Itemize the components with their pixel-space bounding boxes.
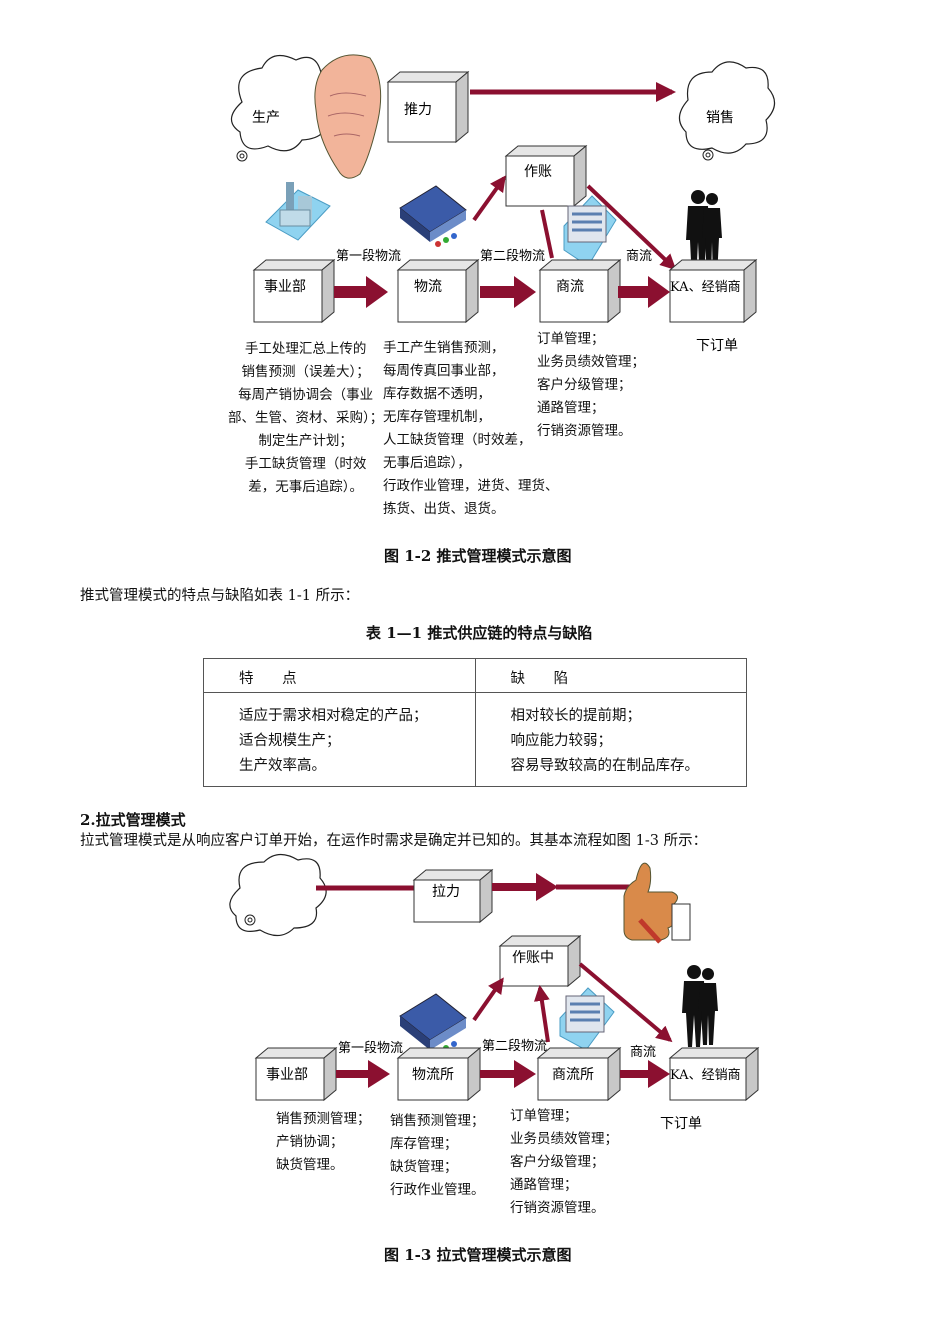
arrow-to-accounting-2 (472, 977, 504, 1022)
pull-diagram: 拉力 作账中 第一段物流 第二段物流 商流 (229, 853, 760, 1132)
device-icon-2 (399, 993, 467, 1055)
seg1-label: 第一段物流 (336, 249, 401, 264)
notes-logistics-2: 销售预测管理； 库存管理； 缺货管理； 行政作业管理。 (390, 1113, 485, 1198)
push-diagram: 生产 推力 销售 作账 (230, 54, 776, 354)
block-arrow-2-1 (336, 1060, 390, 1088)
warehouse-icon (563, 195, 617, 267)
device-icon (399, 185, 467, 247)
pull-box (412, 868, 494, 924)
sales-cloud-label: 销售 (706, 110, 734, 126)
thumbs-up-icon (623, 862, 691, 944)
box-dealer-label: KA、经销商 (670, 280, 741, 295)
box-logistics-2-label: 物流所 (412, 1067, 454, 1083)
fist-icon (314, 54, 382, 179)
warehouse-icon-2 (559, 987, 615, 1051)
pull-cloud (229, 853, 327, 937)
features-cell: 适应于需求相对稳定的产品；适合规模生产；生产效率高。 (203, 692, 476, 787)
notes-division: 手工处理汇总上传的 销售预测（误差大）； 每周产销协调会（事业 部、生管、资材、… (228, 341, 384, 495)
box-dealer-2-label: KA、经销商 (670, 1068, 741, 1083)
arrow-commerce-to-accounting (533, 984, 550, 1043)
block-arrow-2 (480, 276, 536, 308)
box-division-2-label: 事业部 (266, 1067, 308, 1083)
defects-cell: 相对较长的提前期；响应能力较弱；容易导致较高的在制品库存。 (474, 692, 747, 787)
box-division-label: 事业部 (264, 279, 306, 295)
accounting-box (504, 144, 588, 208)
table-row: 适应于需求相对稳定的产品；适合规模生产；生产效率高。 相对较长的提前期；响应能力… (203, 692, 747, 787)
accounting-box-2 (498, 934, 582, 988)
feature-table: 特 点 缺 陷 适应于需求相对稳定的产品；适合规模生产；生产效率高。 相对较长的… (203, 658, 747, 787)
push-box-label: 推力 (404, 102, 432, 118)
figure-caption-2: 图 1-3 拉式管理模式示意图 (384, 1246, 572, 1264)
section-heading: 2.拉式管理模式 (80, 811, 186, 829)
notes-logistics: 手工产生销售预测， 每周传真回事业部， 库存数据不透明， 无库存管理机制， 人工… (383, 340, 559, 517)
sales-cloud (678, 61, 776, 161)
block-arrow-2-3 (620, 1060, 670, 1088)
notes-commerce-2: 订单管理； 业务员绩效管理； 客户分级管理； 通路管理； 行销资源管理。 (510, 1108, 618, 1216)
box-division (252, 258, 336, 324)
people-icon-2 (682, 965, 718, 1047)
box-commerce-label: 商流 (556, 279, 584, 295)
intro-paragraph: 推式管理模式的特点与缺陷如表 1-1 所示： (80, 588, 360, 604)
box-commerce-2-label: 商流所 (552, 1067, 594, 1083)
order-label-2: 下订单 (660, 1116, 702, 1132)
factory-icon (265, 182, 331, 241)
box-commerce-2 (536, 1046, 622, 1102)
pull-arrow (492, 873, 558, 901)
order-label: 下订单 (696, 338, 738, 354)
box-logistics-label: 物流 (414, 279, 442, 295)
box-division-2 (254, 1046, 338, 1102)
block-arrow-1 (334, 276, 388, 308)
box-dealer-2 (668, 1046, 760, 1102)
seg1-label-2: 第一段物流 (338, 1041, 403, 1056)
commerce-flow-label-2: 商流 (630, 1045, 656, 1060)
box-commerce (538, 258, 622, 324)
table-title: 表 1—1 推式供应链的特点与缺陷 (366, 624, 593, 642)
block-arrow-3 (618, 276, 670, 308)
box-logistics-2 (396, 1046, 482, 1102)
production-cloud-label: 生产 (252, 110, 280, 126)
commerce-flow-label: 商流 (626, 249, 652, 264)
seg2-label-2: 第二段物流 (482, 1039, 547, 1054)
header-features: 特 点 (203, 658, 476, 693)
header-defects: 缺 陷 (474, 658, 747, 693)
box-logistics (396, 258, 480, 324)
box-dealer (668, 258, 758, 324)
arrow-to-dealer-2 (578, 962, 673, 1043)
notes-division-2: 销售预测管理； 产销协调； 缺货管理。 (276, 1111, 371, 1173)
accounting-link (540, 209, 554, 259)
table-header-row: 特 点 缺 陷 (203, 658, 747, 693)
section-paragraph: 拉式管理模式是从响应客户订单开始，在运作时需求是确定并已知的。其基本流程如图 1… (80, 833, 708, 849)
notes-commerce: 订单管理； 业务员绩效管理； 客户分级管理； 通路管理； 行销资源管理。 (537, 331, 645, 439)
accounting-box-2-label: 作账中 (512, 950, 554, 966)
arrow-to-accounting (472, 175, 506, 222)
seg2-label: 第二段物流 (480, 249, 545, 264)
block-arrow-2-2 (480, 1060, 536, 1088)
push-box (386, 70, 470, 144)
accounting-box-label: 作账 (524, 164, 552, 180)
arrow-to-dealer (586, 184, 677, 271)
pull-box-label: 拉力 (432, 884, 460, 900)
figure-caption-1: 图 1-2 推式管理模式示意图 (384, 547, 572, 565)
